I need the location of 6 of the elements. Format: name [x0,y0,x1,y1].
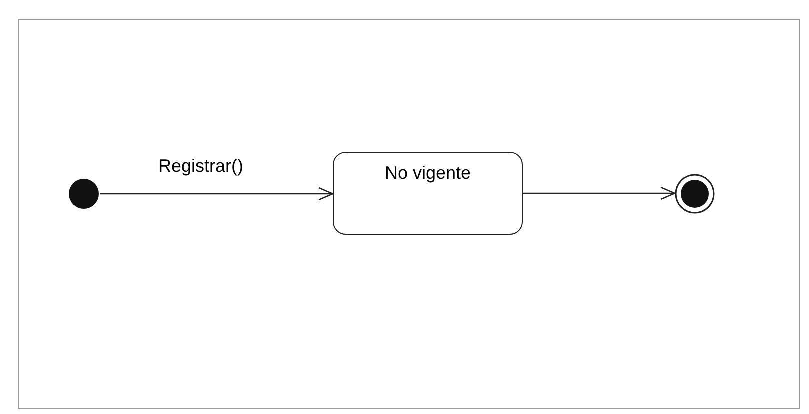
final-state-circle [675,174,715,214]
initial-state-circle [68,178,100,210]
transition-arrow [523,186,676,200]
transition-arrow [100,187,334,201]
state-name: No vigente [384,163,472,184]
state-box [333,152,523,235]
